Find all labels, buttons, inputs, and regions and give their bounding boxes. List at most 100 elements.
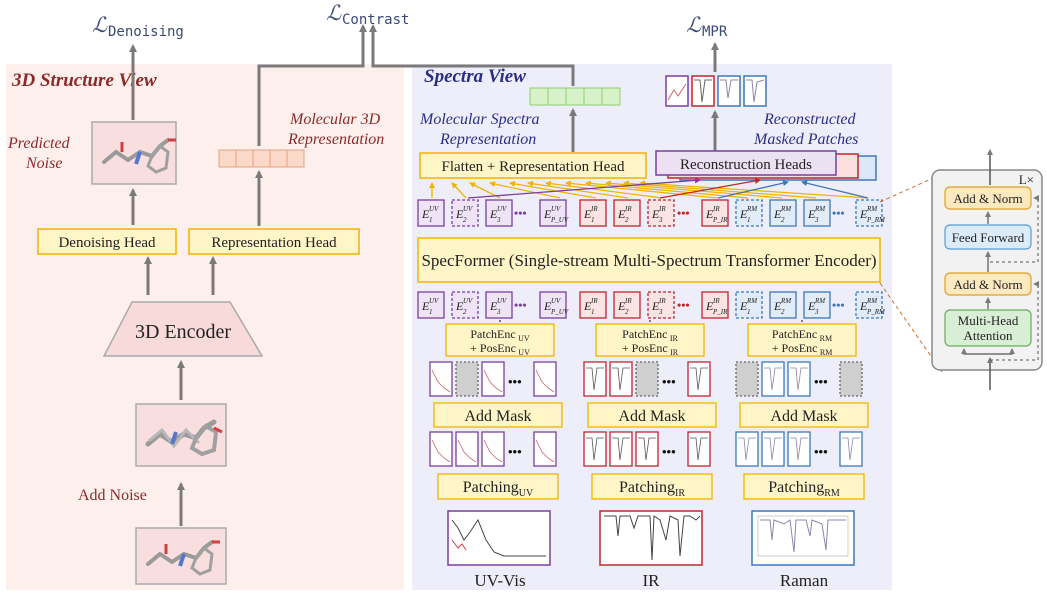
masked-patch-rm <box>839 361 863 397</box>
masked-patch-ir <box>583 361 607 397</box>
attention-label-2: Attention <box>963 328 1013 343</box>
svg-text:UV: UV <box>551 205 561 213</box>
svg-text:PatchEnc IR: PatchEnc IR <box>622 327 678 343</box>
patching-rm: PatchingRM <box>743 473 865 500</box>
svg-text:E: E <box>489 299 498 313</box>
patched-ellipsis: ••• <box>508 444 522 459</box>
svg-text:Add Mask: Add Mask <box>618 408 685 425</box>
svg-text:PatchingRM: PatchingRM <box>768 479 840 499</box>
svg-text:RM: RM <box>814 205 826 213</box>
svg-text:+ PosEnc RM: + PosEnc RM <box>772 341 833 357</box>
svg-text:ℒ: ℒ <box>92 13 108 37</box>
mol-3d-repr-label-2: Representation <box>287 131 384 148</box>
molecule-icon-2 <box>145 419 223 457</box>
masked-patch-uv <box>429 361 453 397</box>
svg-text:PatchEnc RM: PatchEnc RM <box>772 327 832 343</box>
patched-patch-rm <box>787 431 811 467</box>
svg-text:IR: IR <box>712 205 720 213</box>
svg-text:1: 1 <box>429 216 433 224</box>
masked-patch-rm <box>787 361 811 397</box>
patched-patch-uv <box>533 431 557 467</box>
svg-text:E: E <box>773 207 782 221</box>
patch-encoder-uv: PatchEnc UV+ PosEnc UV <box>445 320 555 357</box>
arrow-rm-masked-to-recon-2 <box>801 180 869 199</box>
specformer-encoder <box>417 237 881 283</box>
reconstructed-label-1: Reconstructed <box>763 111 857 128</box>
masked-patch-ir <box>609 361 633 397</box>
svg-text:UV: UV <box>497 297 507 305</box>
masked-patch-ir <box>635 361 659 397</box>
specformer-label: SpecFormer (Single-stream Multi-Spectrum… <box>421 251 876 270</box>
svg-text:+ PosEnc UV: + PosEnc UV <box>470 341 530 357</box>
add-mask-uv: Add Mask <box>433 402 563 428</box>
arrow-spectra-repr-to-contrast <box>369 24 575 86</box>
masked-patch-ir <box>687 361 711 397</box>
svg-text:2: 2 <box>781 216 785 224</box>
add-mask-ir: Add Mask <box>587 402 717 428</box>
svg-text:3: 3 <box>496 308 501 316</box>
qkv-arrow-2 <box>990 348 1015 355</box>
svg-text:UV: UV <box>497 205 507 213</box>
svg-text:E: E <box>651 299 660 313</box>
svg-text:RM: RM <box>866 205 878 213</box>
svg-text:E: E <box>705 207 714 221</box>
svg-text:P_RM: P_RM <box>866 308 886 316</box>
svg-text:1: 1 <box>429 308 433 316</box>
svg-text:E: E <box>739 207 748 221</box>
svg-text:PatchEnc UV: PatchEnc UV <box>470 327 529 343</box>
masked-patch-row: ••••••••• <box>429 361 863 397</box>
add-norm-top <box>944 186 1032 210</box>
svg-text:RM: RM <box>814 297 826 305</box>
svg-text:P_IR: P_IR <box>712 216 728 224</box>
svg-text:E: E <box>617 207 626 221</box>
patching-row: PatchingUV PatchingIR PatchingRM <box>437 473 865 500</box>
masked-patch-uv <box>455 361 479 397</box>
arrow-rm-masked-to-recon-1 <box>717 180 789 199</box>
svg-text:IR: IR <box>712 297 720 305</box>
loss-contrast: ℒ Contrast <box>326 1 409 28</box>
svg-text:RM: RM <box>780 297 792 305</box>
patched-patch-uv <box>455 431 479 467</box>
svg-text:2: 2 <box>625 216 629 224</box>
molecular-spectra-repr-vector <box>529 87 621 106</box>
molecule-icon-1 <box>102 138 176 174</box>
svg-text:2: 2 <box>463 308 467 316</box>
patched-patch-ir <box>609 431 633 467</box>
layer-repeat-label: L× <box>1019 172 1034 187</box>
svg-text:IR: IR <box>658 205 666 213</box>
svg-text:1: 1 <box>747 216 751 224</box>
masked-patch-uv <box>481 361 505 397</box>
input-ellipsis: ••• <box>832 298 845 312</box>
svg-text:Contrast: Contrast <box>342 12 409 28</box>
svg-text:PatchingUV: PatchingUV <box>463 479 534 499</box>
input-ellipsis: ••• <box>514 298 527 312</box>
patch-encoder-ir: PatchEnc IR+ PosEnc IR <box>595 320 705 357</box>
svg-text:MPR: MPR <box>702 24 728 40</box>
patched-patch-ir <box>583 431 607 467</box>
svg-text:P_IR: P_IR <box>712 308 728 316</box>
reconstructed-label-2: Masked Patches <box>753 131 858 148</box>
ir-label: IR <box>643 571 661 590</box>
svg-text:Denoising: Denoising <box>108 24 184 40</box>
arrow-ir-masked-to-recon <box>659 177 761 199</box>
svg-text:3: 3 <box>814 216 819 224</box>
reconstructed-patches <box>665 75 767 107</box>
patching-ir: PatchingIR <box>591 473 713 500</box>
patching-uv: PatchingUV <box>437 473 559 500</box>
svg-text:Add Mask: Add Mask <box>464 408 531 425</box>
denoising-head <box>37 228 177 255</box>
